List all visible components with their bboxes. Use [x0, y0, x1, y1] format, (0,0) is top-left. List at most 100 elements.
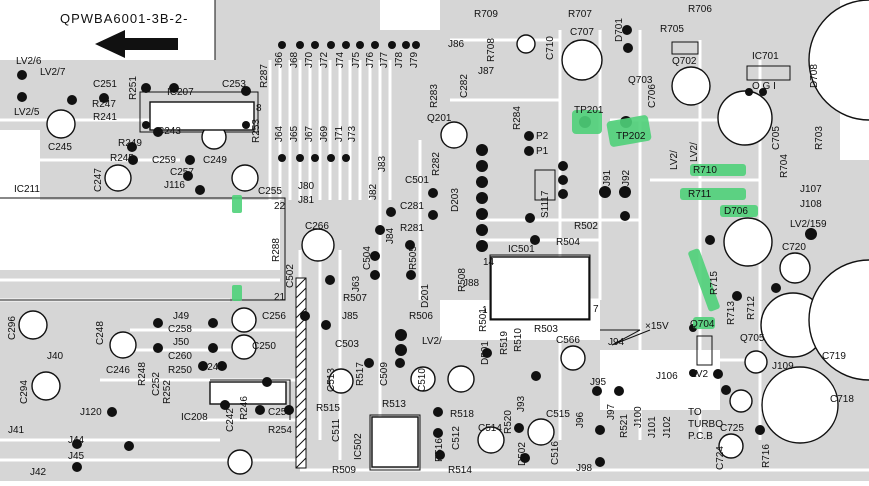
label-j71: J71	[334, 125, 345, 142]
label-c513: C513	[326, 368, 337, 392]
label-j44: J44	[68, 435, 85, 446]
outline-traces	[0, 0, 791, 471]
label-d201: D201	[420, 284, 431, 308]
label-r711: R711	[688, 189, 712, 200]
label-lv22159: LV2/159	[790, 219, 827, 230]
label-ic207: IC207	[167, 87, 194, 98]
label-r707: R707	[568, 9, 592, 20]
label-r712: R712	[746, 296, 757, 320]
label-c705: C705	[771, 126, 782, 150]
label-c251: C251	[93, 79, 117, 90]
label-c294: C294	[19, 380, 30, 404]
label-j102: J102	[662, 416, 673, 438]
label-to-turbo: TO	[688, 407, 702, 418]
label-r515: R515	[316, 403, 340, 414]
label-c266: C266	[305, 221, 329, 232]
label-j68: J68	[289, 51, 300, 68]
label-r715: R715	[709, 271, 720, 295]
label-r251: R251	[128, 76, 139, 100]
label-lv27b: LV2/	[689, 142, 700, 162]
label-r247: R247	[92, 99, 116, 110]
label-pin8: 8	[256, 103, 262, 114]
label-c246: C246	[106, 365, 130, 376]
label-r705: R705	[660, 24, 684, 35]
label-r241: R241	[93, 112, 117, 123]
label-c511: C511	[331, 418, 342, 442]
label-j70: J70	[304, 51, 315, 68]
label-j83: J83	[377, 155, 388, 172]
label-j65: J65	[289, 125, 300, 142]
label-r506: R506	[409, 311, 433, 322]
label-ic211: IC211	[14, 184, 40, 195]
label-j79: J79	[409, 51, 420, 68]
label-c256: C256	[262, 311, 286, 322]
label-j69: J69	[319, 125, 330, 142]
label-note-v: ×15V	[645, 321, 669, 332]
label-r518: R518	[450, 409, 474, 420]
label-p2: P2	[536, 131, 549, 142]
label-j92: J92	[621, 169, 632, 186]
label-j93: J93	[516, 395, 527, 412]
label-c259: C259	[152, 155, 176, 166]
label-j77: J77	[379, 51, 390, 68]
label-q201: Q201	[427, 113, 452, 124]
label-c720: C720	[782, 242, 806, 253]
label-tp201: TP201	[574, 105, 604, 116]
label-c725: C725	[720, 423, 744, 434]
label-j40: J40	[47, 351, 64, 362]
label-r253: R253	[251, 119, 262, 143]
label-c502: C502	[285, 264, 296, 288]
label-r249: R249	[118, 138, 142, 149]
label-d501: D501	[480, 341, 491, 365]
label-c245: C245	[48, 142, 72, 153]
direction-arrow-icon	[95, 30, 178, 58]
label-r509: R509	[332, 465, 356, 476]
label-r514: R514	[448, 465, 472, 476]
label-p1: P1	[536, 146, 549, 157]
label-j120: J120	[80, 407, 102, 418]
label-j109: J109	[772, 361, 794, 372]
label-pin14: 14	[483, 257, 495, 268]
label-c718: C718	[830, 394, 854, 405]
label-j96: J96	[575, 411, 586, 428]
label-r248: R248	[137, 362, 148, 386]
label-j81: J81	[298, 195, 315, 206]
label-c296: C296	[7, 316, 18, 340]
label-c249: C249	[203, 155, 227, 166]
label-c247: C247	[93, 168, 104, 192]
label-j88: J88	[463, 278, 480, 289]
label-r503: R503	[534, 324, 558, 335]
label-lv2: LV2/	[422, 336, 442, 347]
label-c706: C706	[647, 84, 658, 108]
label-j108: J108	[800, 199, 822, 210]
label-r710: R710	[693, 165, 717, 176]
label-j63: J63	[351, 275, 362, 292]
label-r281: R281	[400, 223, 424, 234]
label-j97: J97	[606, 403, 617, 420]
label-c252: C252	[151, 372, 162, 396]
label-r288: R288	[271, 238, 282, 262]
label-c260: C260	[168, 351, 192, 362]
label-r517: R517	[355, 362, 366, 386]
label-ogi: O G I	[752, 81, 776, 92]
label-c243: C243	[157, 126, 181, 137]
label-q703: Q703	[628, 75, 653, 86]
label-j80: J80	[298, 181, 315, 192]
label-c503: C503	[335, 339, 359, 350]
label-j87: J87	[478, 66, 495, 77]
label-j82: J82	[368, 183, 379, 200]
label-j45: J45	[68, 451, 85, 462]
label-lv21: LV2/	[669, 150, 680, 170]
label-r287: R287	[259, 64, 270, 88]
label-r513: R513	[382, 399, 406, 410]
label-s1117: S1117	[540, 190, 551, 218]
label-c282: C282	[459, 74, 470, 98]
label-r505: R505	[408, 246, 419, 270]
label-d203: D203	[450, 188, 461, 212]
label-j41: J41	[8, 425, 25, 436]
label-r282: R282	[431, 152, 442, 176]
label-r520: R520	[503, 410, 514, 434]
label-r713: R713	[726, 301, 737, 325]
